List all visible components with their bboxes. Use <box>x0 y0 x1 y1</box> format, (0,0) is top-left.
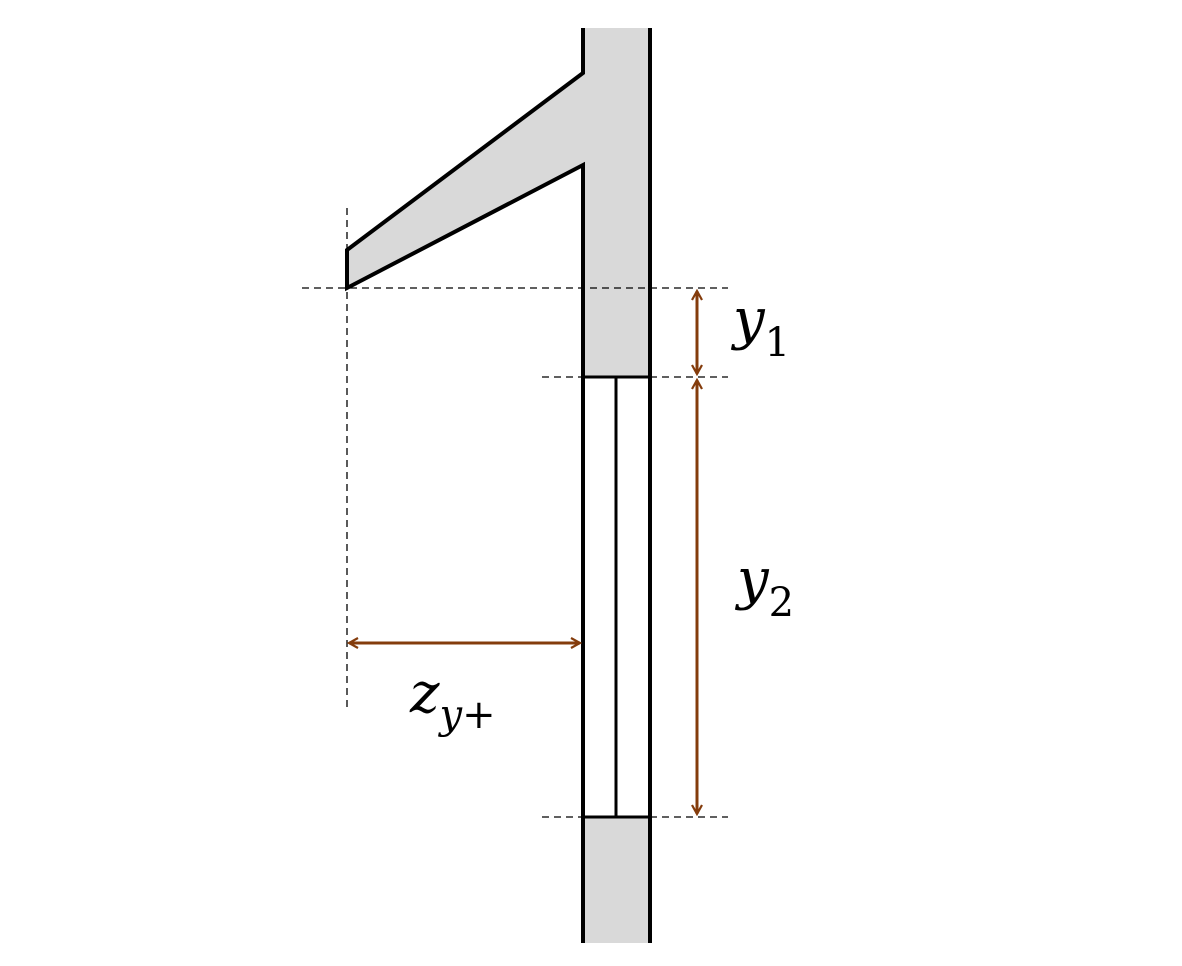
guides <box>302 208 728 818</box>
label-zy: zy+ <box>409 661 496 738</box>
branch <box>347 73 583 288</box>
column-lower <box>583 817 650 943</box>
label-y2: y2 <box>734 547 794 626</box>
label-y1: y1 <box>730 287 790 366</box>
column-upper <box>583 28 650 377</box>
